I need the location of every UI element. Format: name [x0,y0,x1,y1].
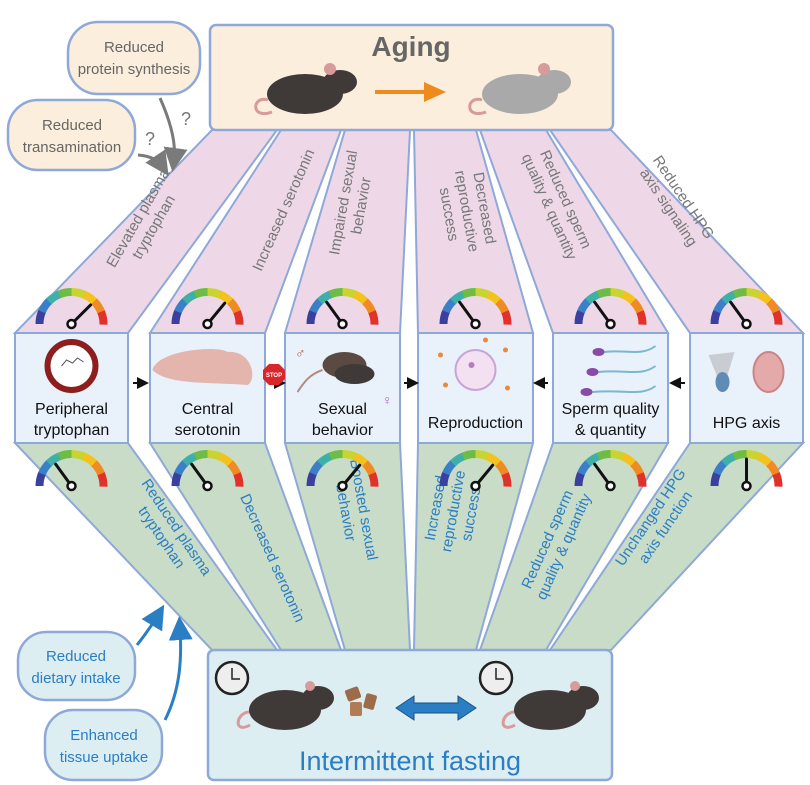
cause-label: Reduced [42,117,102,134]
panel-label: HPG axis [713,415,781,432]
panel-label: Peripheral [35,401,108,418]
panel-label: & quantity [575,422,646,439]
panel-label: Sexual [318,401,367,418]
sperm-icon [580,345,657,396]
panel-2: Central serotonin [149,332,266,444]
orange-arrow-icon [375,82,446,102]
cause-label: Enhanced [70,727,138,744]
cause-protein-synthesis: Reduced protein synthesis [66,20,202,96]
blue-arrow [163,616,193,721]
panel-label: behavior [312,422,374,439]
cause-label: dietary intake [31,670,120,687]
mouse-icon [501,681,599,730]
svg-text:STOP: STOP [266,373,282,379]
food-pellets-icon [344,686,377,716]
clock-icon [214,660,250,696]
double-arrow-icon [395,695,477,721]
fasting-gauge-icon [710,450,783,492]
cause-label: Reduced [104,39,164,56]
brain-icon [152,349,253,385]
panel-5: Sperm quality & quantity [552,332,669,444]
central-panels: PeripheraltryptophanCentralserotonin♂♀Se… [14,332,804,444]
aging-effect-column: Reduced spermquality & quantity [478,129,670,334]
svg-text:♀: ♀ [382,392,393,408]
cause-label: Reduced [46,648,106,665]
aging-gauge-icon [306,288,379,330]
clock-icon [478,660,514,696]
question-mark: ? [145,129,155,149]
fasting-gauge-icon [574,450,647,492]
panel-label: tryptophan [34,422,110,439]
aging-gauge-icon [710,288,783,330]
aging-gauge-icon [439,288,512,330]
testis-icon [708,351,785,393]
stop-sign-icon: STOP [263,364,285,385]
panel-label: Sperm quality [562,401,660,418]
panel-label: Central [182,401,234,418]
svg-text:♂: ♂ [295,345,306,361]
aging-gauge-icon [574,288,647,330]
egg-sperm-icon [438,337,510,391]
fasting-gauge-icon [171,450,244,492]
blue-arrow [135,604,165,646]
cause-dietary-intake: Reduced dietary intake [16,630,137,702]
cause-label: tissue uptake [60,749,148,766]
fasting-gauge-icon [35,450,108,492]
panel-label: Reproduction [428,415,523,432]
panel-4: Reproduction [417,332,534,444]
cause-label: transamination [23,139,121,156]
fasting-title: Intermittent fasting [299,746,521,776]
cause-label: protein synthesis [78,61,191,78]
tryptophan-molecule-icon [44,339,99,393]
mating-mice-icon: ♂♀ [295,345,393,408]
panel-label: serotonin [175,422,241,439]
fasting-gauge-icon [439,450,512,492]
fasting-gauge-icon [306,450,379,492]
aging-gauge-icon [171,288,244,330]
old-mouse-icon [468,63,571,116]
gauges [35,288,783,492]
cause-tissue-uptake: Enhanced tissue uptake [43,708,164,782]
aging-title: Aging [371,31,450,62]
panel-6: HPG axis [689,332,804,444]
aging-effect-column: Impaired sexualbehavior [283,129,412,334]
mouse-icon [236,681,334,730]
panel-1: Peripheral tryptophan [14,332,129,444]
question-mark: ? [181,109,191,129]
young-mouse-icon [254,63,357,116]
gray-arrow [137,149,169,176]
cause-transamination: Reduced transamination [6,98,137,172]
fasting-box: Intermittent fasting [206,648,614,782]
aging-gauge-icon [35,288,108,330]
aging-box: Aging [208,23,615,132]
gray-arrow [158,97,188,172]
